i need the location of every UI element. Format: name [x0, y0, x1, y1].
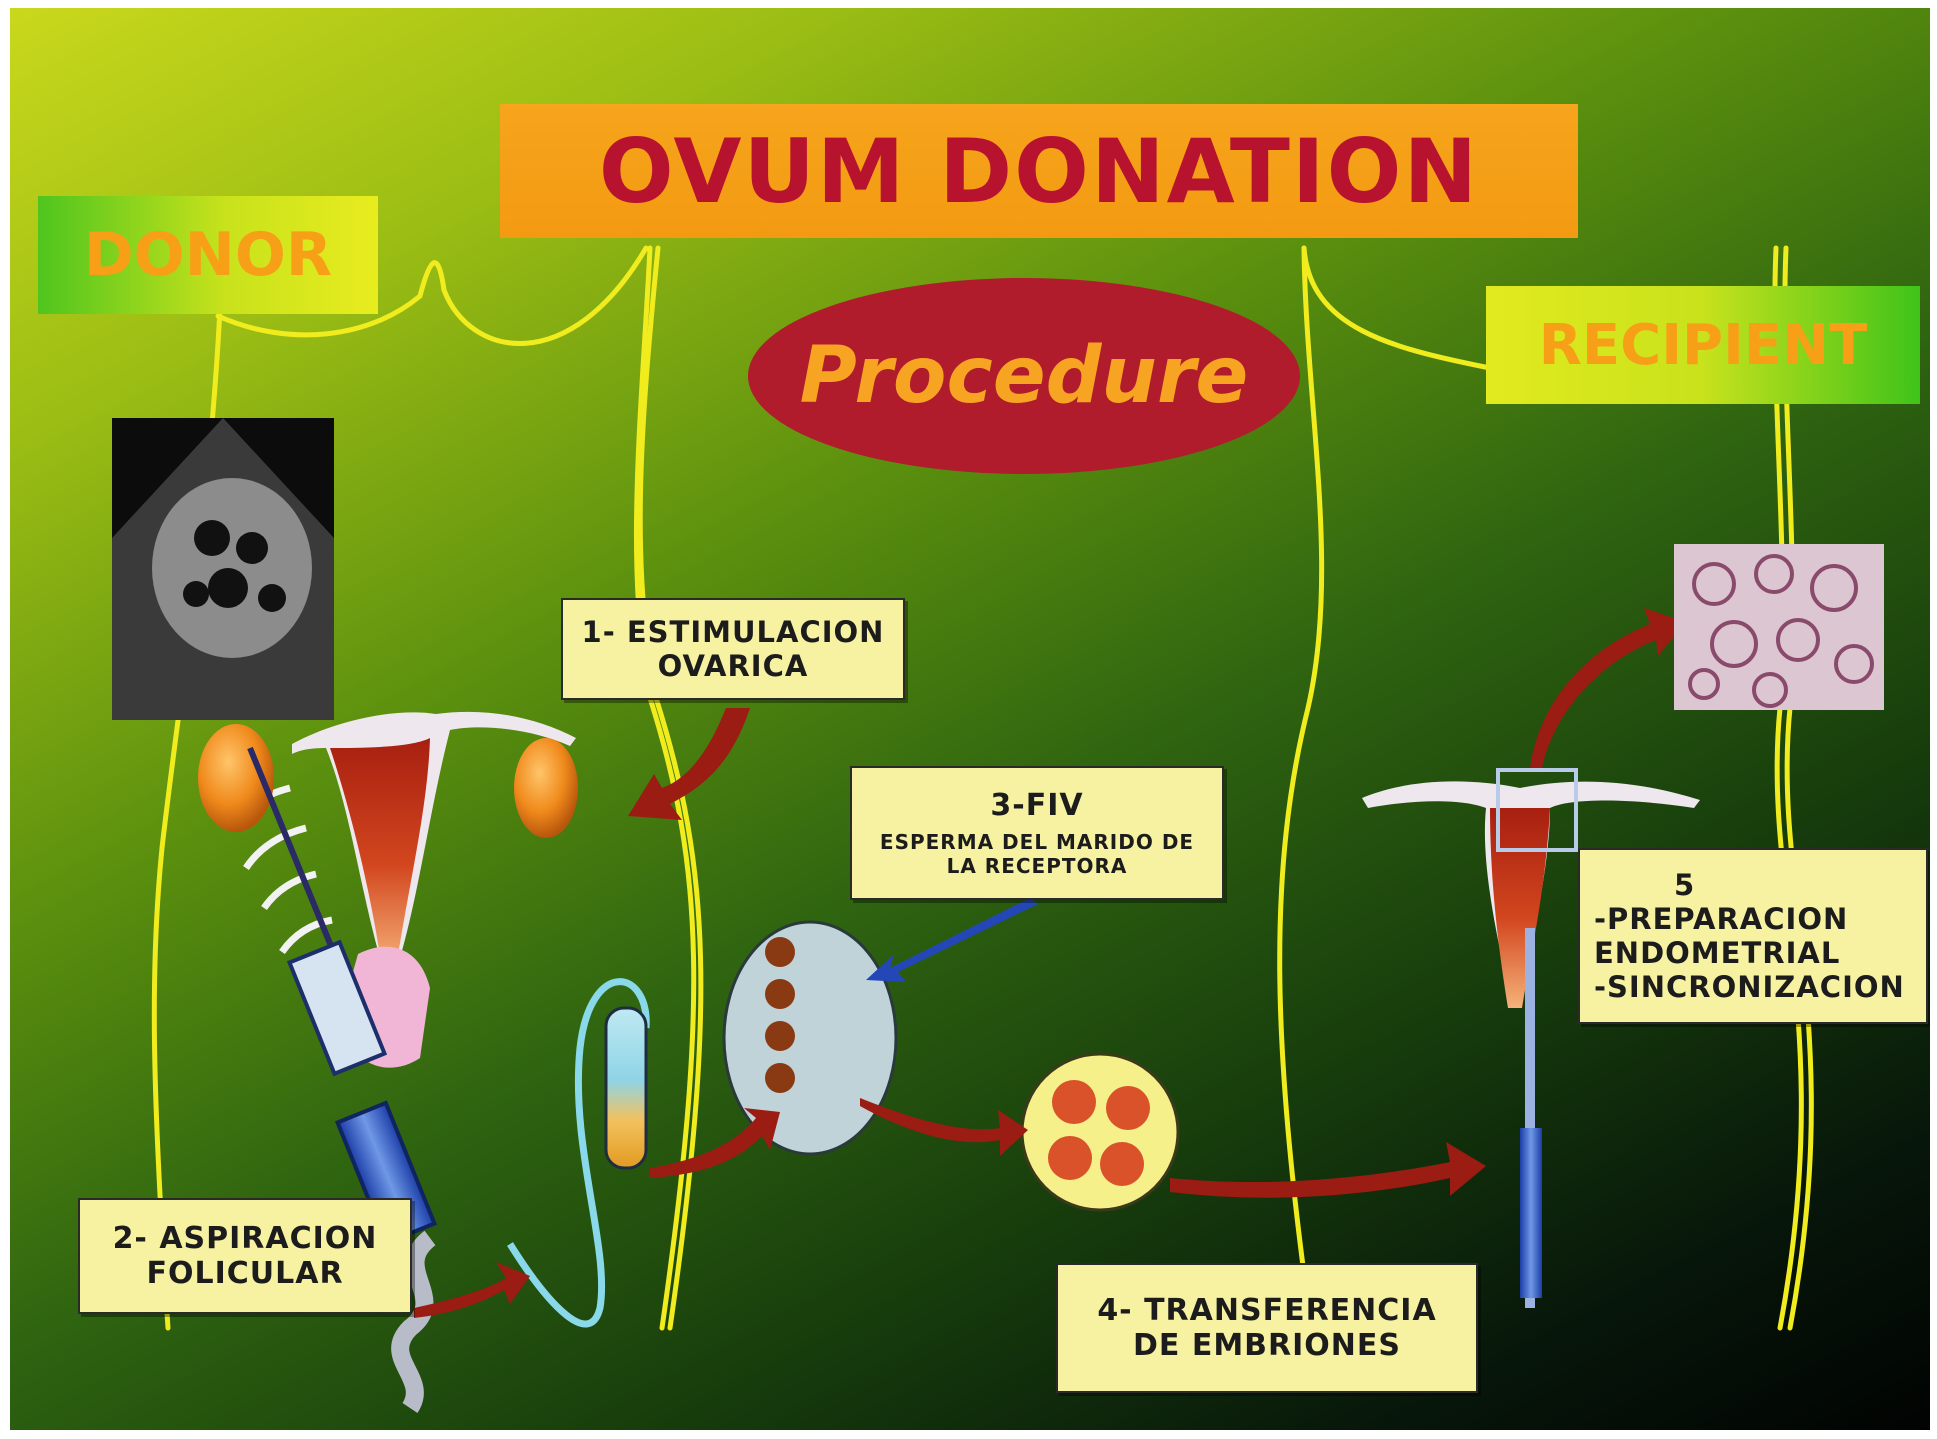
step3-line1: ESPERMA DEL MARIDO DE [880, 831, 1194, 855]
step3-title: 3-FIV [990, 788, 1083, 823]
step1-line1: 1- ESTIMULACION [582, 615, 885, 649]
step2-line2: FOLICULAR [146, 1256, 343, 1291]
step5-line3: -SINCRONIZACION [1594, 970, 1905, 1004]
procedure-label: Procedure [800, 331, 1249, 421]
title-banner: OVUM DONATION [500, 104, 1578, 238]
procedure-ellipse: Procedure [748, 278, 1300, 474]
step2-line1: 2- ASPIRACION [113, 1221, 378, 1256]
donor-label: DONOR [84, 220, 332, 290]
endometrium-histology-image [1674, 544, 1884, 710]
step2-label: 2- ASPIRACION FOLICULAR [78, 1198, 412, 1314]
embryo-dish [1022, 1054, 1178, 1210]
ovum-donation-slide: OVUM DONATION DONOR RECIPIENT Procedure … [10, 8, 1930, 1430]
test-tube [606, 1008, 646, 1168]
process-arrows [414, 608, 1686, 1318]
step4-line1: 4- TRANSFERENCIA [1097, 1293, 1436, 1328]
ultrasound-image [112, 418, 334, 720]
step1-label: 1- ESTIMULACION OVARICA [561, 598, 905, 700]
step4-line2: DE EMBRIONES [1133, 1328, 1401, 1363]
donor-label-box: DONOR [38, 196, 378, 314]
page-title: OVUM DONATION [599, 120, 1479, 223]
sperm-arrow [866, 898, 1038, 982]
step5-line1: -PREPARACION [1594, 902, 1848, 936]
step5-number: 5 [1594, 868, 1695, 902]
fiv-petri-dish [724, 922, 896, 1154]
step3-line2: LA RECEPTORA [947, 855, 1128, 879]
step5-label: 5 -PREPARACION ENDOMETRIAL -SINCRONIZACI… [1578, 848, 1928, 1024]
recipient-label-box: RECIPIENT [1486, 286, 1920, 404]
step5-line2: ENDOMETRIAL [1594, 936, 1840, 970]
step3-label: 3-FIV ESPERMA DEL MARIDO DE LA RECEPTORA [850, 766, 1224, 900]
step4-label: 4- TRANSFERENCIA DE EMBRIONES [1056, 1263, 1478, 1393]
recipient-label: RECIPIENT [1539, 313, 1868, 378]
step1-line2: OVARICA [658, 649, 809, 683]
